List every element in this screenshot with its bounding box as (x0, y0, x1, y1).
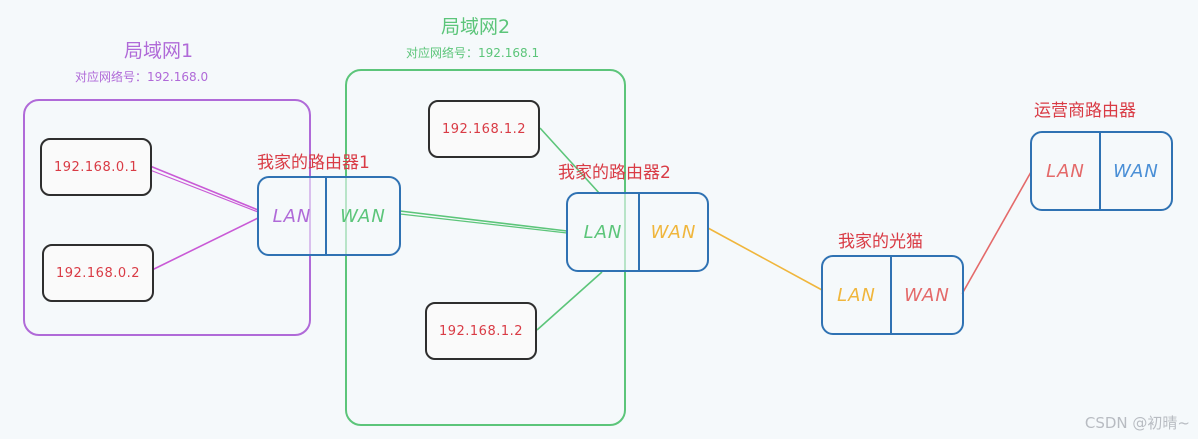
isp-router-divider (1099, 133, 1101, 209)
lan1-title: 局域网1 (124, 40, 194, 62)
router2[interactable]: LAN WAN (566, 192, 709, 272)
router1-wan-port[interactable]: WAN (340, 205, 386, 227)
link-modem-isp (961, 171, 1032, 295)
modem-wan-port[interactable]: WAN (904, 284, 950, 306)
modem-divider (890, 257, 892, 333)
isp-router-lan-port[interactable]: LAN (1046, 160, 1085, 182)
lan2-title: 局域网2 (441, 16, 511, 38)
link-host-d-router2 (536, 271, 603, 331)
modem-title: 我家的光猫 (838, 232, 923, 252)
host-192-168-1-2-top[interactable]: 192.168.1.2 (428, 100, 540, 158)
isp-router-title: 运营商路由器 (1034, 101, 1136, 121)
host-192-168-1-2-bottom[interactable]: 192.168.1.2 (425, 302, 537, 360)
link-router1-router2-b (399, 213, 568, 234)
link-host-a-router1-b (149, 169, 259, 213)
router1-title: 我家的路由器1 (257, 153, 370, 173)
router2-wan-port[interactable]: WAN (650, 221, 697, 243)
router2-title: 我家的路由器2 (558, 163, 671, 183)
router2-divider (638, 194, 640, 270)
host-192-168-0-2[interactable]: 192.168.0.2 (42, 244, 154, 302)
router1-lan-port[interactable]: LAN (272, 205, 312, 227)
isp-router[interactable]: LAN WAN (1030, 131, 1173, 211)
router1[interactable]: LAN WAN (257, 176, 401, 256)
router1-divider (325, 178, 327, 254)
link-host-c-router2 (539, 127, 601, 195)
isp-router-wan-port[interactable]: WAN (1113, 160, 1159, 182)
router2-lan-port[interactable]: LAN (583, 221, 623, 243)
lan2-subtitle: 对应网络号：192.168.1 (406, 46, 540, 60)
link-router2-modem (707, 227, 823, 291)
modem[interactable]: LAN WAN (821, 255, 964, 335)
link-host-b-router1 (151, 217, 259, 271)
link-router1-router2 (399, 210, 568, 232)
link-host-a-router1 (149, 165, 259, 211)
watermark: CSDN @初晴~ (1084, 414, 1190, 432)
lan1-subtitle: 对应网络号：192.168.0 (75, 70, 209, 84)
modem-lan-port[interactable]: LAN (837, 284, 876, 306)
host-192-168-0-1[interactable]: 192.168.0.1 (40, 138, 152, 196)
